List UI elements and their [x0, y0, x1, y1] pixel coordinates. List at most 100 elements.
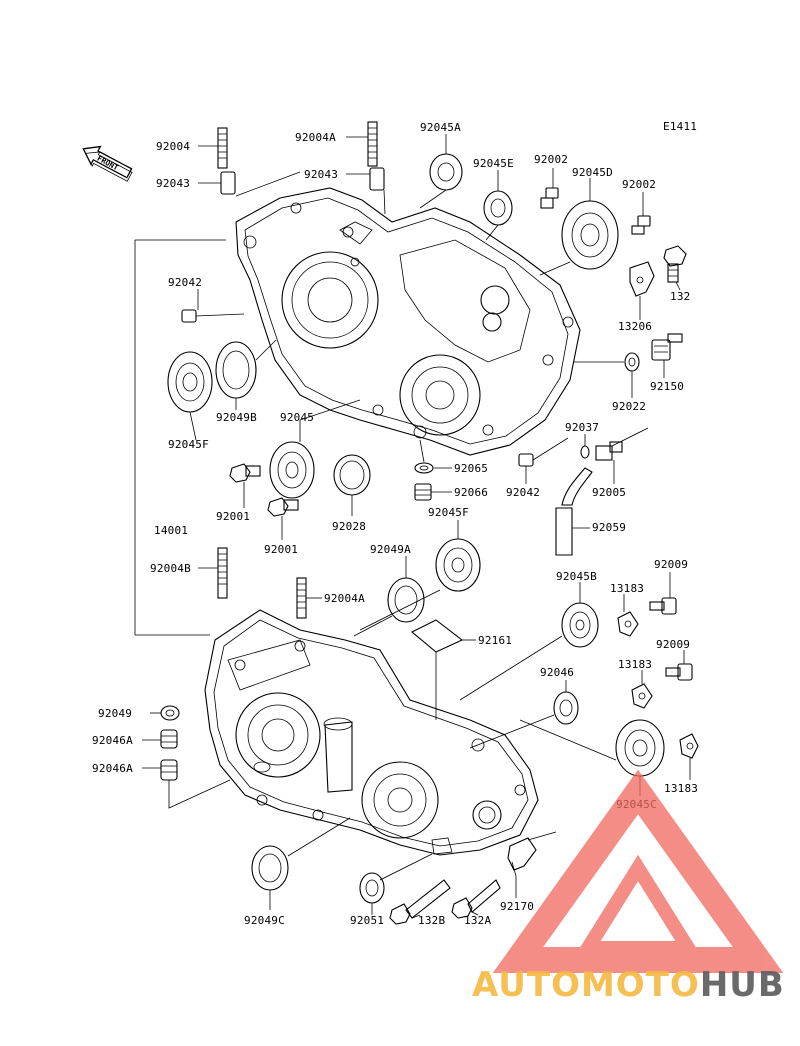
bearing-92045D: [561, 200, 619, 270]
callout-label: 92002: [622, 178, 656, 191]
bearing-92045: [269, 441, 315, 499]
callout-label: 92004B: [150, 562, 191, 575]
callout-label: 132A: [464, 914, 491, 927]
callout-label: 92002: [534, 153, 568, 166]
bushing-92046A-lower: [160, 759, 178, 781]
seal-92049C: [251, 845, 289, 891]
washer-92065: [414, 462, 434, 474]
bracket-13183-lower: [679, 733, 699, 759]
bolt-132B: [389, 879, 451, 925]
bearing-92045B: [561, 602, 599, 648]
bolt-92001-lower: [267, 497, 299, 517]
callout-label: 92045E: [473, 157, 514, 170]
front-arrow-icon: FRONT: [82, 145, 133, 182]
callout-label: 132: [670, 290, 690, 303]
hose-92059: [555, 467, 593, 556]
callout-label: 92059: [592, 521, 626, 534]
clamp-92170: [507, 837, 537, 877]
bolt-92001-upper: [229, 463, 261, 483]
dowel-92042-center: [518, 453, 534, 467]
bolt-132: [663, 245, 687, 283]
callout-label: 92045B: [556, 570, 597, 583]
stud-92004: [217, 127, 228, 169]
callout-label: 92045: [280, 411, 314, 424]
dowel-92043-left: [220, 171, 236, 195]
logo-text-part2: HUB: [700, 965, 785, 1005]
callout-label: 92150: [650, 380, 684, 393]
callout-label: 92001: [264, 543, 298, 556]
callout-label: 92066: [454, 486, 488, 499]
bushing-92046: [553, 691, 579, 725]
callout-label: 92045F: [428, 506, 469, 519]
automotohub-logo: AUTOMOTOHUB: [472, 769, 785, 1005]
callout-label: 13206: [618, 320, 652, 333]
dowel-92043-right: [369, 167, 385, 191]
bearing-92045F-lower: [435, 538, 481, 592]
callout-label: 92005: [592, 486, 626, 499]
bolt-92009-upper: [649, 597, 677, 615]
seal-92049A: [387, 577, 425, 623]
callout-label: 92045D: [572, 166, 613, 179]
bearing-92045F-upper: [167, 351, 213, 413]
callout-label: 92065: [454, 462, 488, 475]
seal-92051: [359, 872, 385, 904]
callout-label: 13183: [618, 658, 652, 671]
callout-label: 92001: [216, 510, 250, 523]
callout-label: 14001: [154, 524, 188, 537]
callout-label: 92022: [612, 400, 646, 413]
callout-label: 92045F: [168, 438, 209, 451]
callout-label: 92049: [98, 707, 132, 720]
bracket-13183-upper: [617, 611, 639, 637]
bearing-92045C: [615, 719, 665, 777]
logo-triangle-icon: [492, 769, 784, 973]
stud-92004A-upper: [367, 121, 378, 167]
callout-label: 132B: [418, 914, 445, 927]
callout-label: 92049A: [370, 543, 411, 556]
gasket-92161: [411, 619, 464, 653]
seal-92049B: [215, 341, 257, 399]
callout-label: 92009: [654, 558, 688, 571]
callout-label: 92004: [156, 140, 190, 153]
callout-label: 92170: [500, 900, 534, 913]
fitting-92005: [595, 441, 623, 461]
callout-label: 92009: [656, 638, 690, 651]
upper-crankcase-half: [235, 187, 581, 456]
bushing-92046A-upper: [160, 729, 178, 749]
washer-92022: [624, 352, 640, 372]
clip-92037: [580, 445, 590, 459]
bracket-13183-middle: [631, 683, 653, 709]
bolt-92002-left: [540, 187, 559, 209]
plug-92066: [414, 483, 432, 501]
callout-label: 13183: [610, 582, 644, 595]
callout-label: 92004A: [295, 131, 336, 144]
callout-label: 92045A: [420, 121, 461, 134]
callout-label: 92028: [332, 520, 366, 533]
callout-label: 92049B: [216, 411, 257, 424]
sleeve-92028: [333, 454, 371, 496]
callout-label: 92042: [506, 486, 540, 499]
logo-text-primary: AUTOMOTOHUB: [472, 965, 785, 1005]
callout-label: 92046A: [92, 762, 133, 775]
callout-label: 92004A: [324, 592, 365, 605]
bolt-92009-lower: [665, 663, 693, 681]
callout-label: 92049C: [244, 914, 285, 927]
seal-92049: [160, 705, 180, 721]
bearing-92045A: [429, 153, 463, 191]
bearing-92045E: [483, 190, 513, 226]
bolt-92002-right: [631, 215, 651, 235]
callout-label: 13183: [664, 782, 698, 795]
fitting-92150: [651, 333, 683, 361]
lower-crankcase-half: [204, 609, 539, 856]
bolt-132A: [451, 879, 501, 919]
callout-label: 92043: [156, 177, 190, 190]
dowel-92042-left: [181, 309, 197, 323]
callout-labels: 92004 92043 92004A 92043 92045A 92045E 9…: [92, 121, 698, 927]
diagram-code: E1411: [663, 120, 697, 133]
callout-label: 92051: [350, 914, 384, 927]
logo-text-part1: AUTOMOTO: [472, 965, 700, 1005]
stud-92004A-lower: [296, 577, 307, 619]
callout-label: 92046: [540, 666, 574, 679]
callout-label: 92042: [168, 276, 202, 289]
